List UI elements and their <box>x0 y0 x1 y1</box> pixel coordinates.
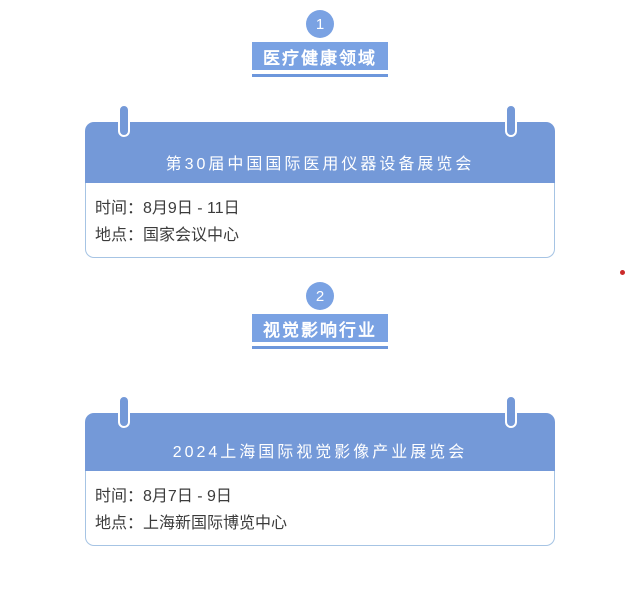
time-value: 8月7日 - 9日 <box>143 488 232 505</box>
event-location-line: 地点：国家会议中心 <box>95 222 544 249</box>
category-underline <box>252 74 388 77</box>
location-label: 地点： <box>95 227 144 244</box>
section-medical-health: 1 医疗健康领域 第30届中国国际医用仪器设备展览会 时间：8月9日 - 11日… <box>0 10 640 258</box>
binder-pin-left-icon <box>118 104 130 137</box>
red-dot <box>620 270 625 275</box>
location-label: 地点： <box>95 515 144 532</box>
event-title-bar: 第30届中国国际医用仪器设备展览会 <box>85 122 555 183</box>
event-title: 第30届中国国际医用仪器设备展览会 <box>165 156 475 173</box>
time-value: 8月9日 - 11日 <box>143 200 240 217</box>
event-details: 时间：8月9日 - 11日 地点：国家会议中心 <box>85 183 555 258</box>
event-card: 第30届中国国际医用仪器设备展览会 时间：8月9日 - 11日 地点：国家会议中… <box>85 104 555 258</box>
section-visual-imaging: 2 视觉影响行业 2024上海国际视觉影像产业展览会 时间：8月7日 - 9日 … <box>0 282 640 546</box>
category-underline <box>252 346 388 349</box>
event-card: 2024上海国际视觉影像产业展览会 时间：8月7日 - 9日 地点：上海新国际博… <box>85 395 555 546</box>
binder-pin-right-icon <box>505 104 517 137</box>
location-value: 国家会议中心 <box>143 227 240 244</box>
section-number-badge: 1 <box>306 10 334 38</box>
event-location-line: 地点：上海新国际博览中心 <box>95 510 544 537</box>
category-label: 视觉影响行业 <box>252 314 388 342</box>
category-label: 医疗健康领域 <box>252 42 388 70</box>
time-label: 时间： <box>95 200 144 217</box>
event-details: 时间：8月7日 - 9日 地点：上海新国际博览中心 <box>85 471 555 546</box>
location-value: 上海新国际博览中心 <box>143 515 288 532</box>
event-time-line: 时间：8月9日 - 11日 <box>95 195 544 222</box>
time-label: 时间： <box>95 488 144 505</box>
binder-pin-right-icon <box>505 395 517 428</box>
section-number-badge: 2 <box>306 282 334 310</box>
event-time-line: 时间：8月7日 - 9日 <box>95 483 544 510</box>
event-title-bar: 2024上海国际视觉影像产业展览会 <box>85 413 555 471</box>
event-title: 2024上海国际视觉影像产业展览会 <box>172 444 468 461</box>
binder-pin-left-icon <box>118 395 130 428</box>
